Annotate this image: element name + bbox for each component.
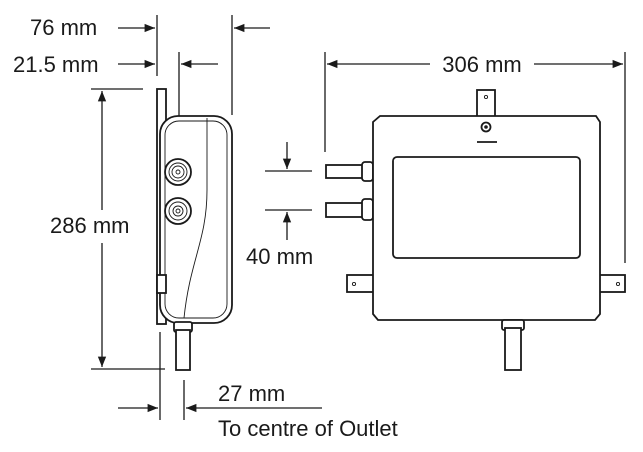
left-tab <box>346 274 376 293</box>
label-outlet-note: To centre of Outlet <box>218 416 398 441</box>
dimension-306mm: 306 mm <box>324 52 626 263</box>
right-tab <box>597 274 626 293</box>
label-286mm: 286 mm <box>50 213 129 238</box>
side-view <box>156 88 233 371</box>
dimension-286mm: 286 mm <box>50 88 165 370</box>
dimension-27mm: 27 mm To centre of Outlet <box>118 332 398 441</box>
screw-icon <box>480 121 492 133</box>
outlet-pipe <box>175 329 191 371</box>
inlet-connector-icon <box>164 197 192 225</box>
inlet-connector-icon <box>164 158 192 186</box>
front-window <box>392 156 581 259</box>
inlet-pipe <box>325 164 367 179</box>
dimension-21-5mm: 21.5 mm <box>13 52 218 148</box>
side-tab <box>156 274 167 294</box>
label-27mm: 27 mm <box>218 381 285 406</box>
label-40mm: 40 mm <box>246 244 313 269</box>
inlet-pipe <box>325 202 367 218</box>
label-21-5mm: 21.5 mm <box>13 52 99 77</box>
dimension-76mm: 76 mm <box>30 15 270 115</box>
label-76mm: 76 mm <box>30 15 97 40</box>
dimension-40mm: 40 mm <box>246 142 313 269</box>
outlet-pipe <box>504 327 522 371</box>
front-view <box>325 89 626 371</box>
label-306mm: 306 mm <box>442 52 521 77</box>
